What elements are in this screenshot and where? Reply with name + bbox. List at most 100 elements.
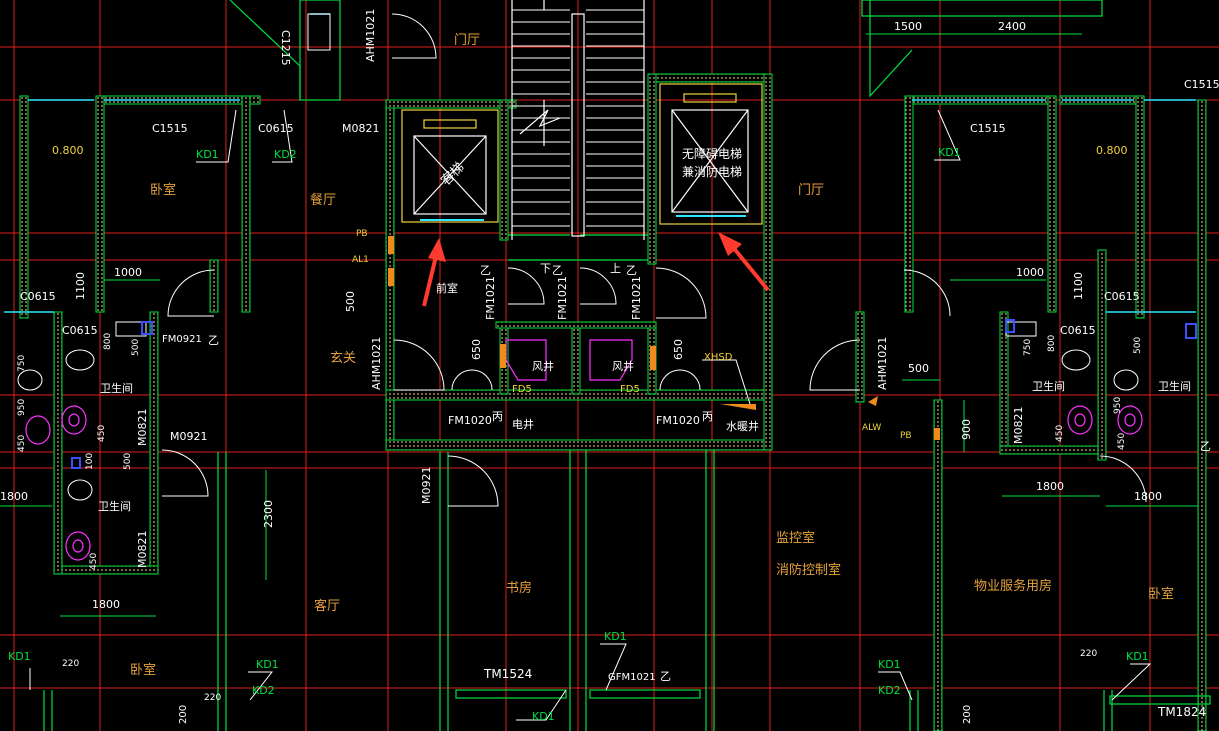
dim-2400: 2400 — [998, 20, 1026, 33]
dimension-lines — [0, 33, 1198, 617]
dim-500-b: 500 — [908, 362, 929, 375]
room-label-jian-kong: 监控室 — [776, 530, 815, 546]
tag-kd2-a: KD2 — [274, 148, 297, 161]
dim-1800-a: 1800 — [0, 490, 28, 503]
tag-m0821-c: M0821 — [136, 531, 149, 569]
tag-fm1021-a: FM1021 — [484, 276, 497, 320]
dim-1100-a: 1100 — [74, 272, 87, 300]
dim-450-b: 450 — [97, 425, 107, 442]
tag-kd1-f: KD1 — [878, 658, 901, 671]
tag-m0821-b: M0821 — [136, 409, 149, 447]
tag-c1515-c: C1515 — [1184, 78, 1219, 91]
dim-220-c: 220 — [1080, 649, 1097, 659]
room-labels: 门厅 门厅 客梯 无障碍电梯 兼消防电梯 卧室 卧室 卧室 餐厅 前室 玄关 卫… — [98, 33, 1191, 678]
dim-2300: 2300 — [262, 500, 275, 528]
tag-pb-a: PB — [356, 229, 368, 239]
stair-label-xia: 下 — [540, 262, 551, 275]
stair-label-shang: 上 — [610, 262, 621, 275]
blue-fixtures — [71, 319, 1197, 469]
tag-xhsd: XHSD — [704, 352, 733, 363]
room-label-men-ting-2: 门厅 — [798, 183, 824, 198]
equipment-marks — [388, 236, 940, 440]
tag-pb-b: PB — [900, 431, 912, 441]
dim-900-a: 900 — [960, 419, 973, 440]
tag-labels: C1515 C0615 M0821 KD1 KD2 C1215 AHM1021 … — [8, 9, 1219, 723]
tag-fm1021-c: FM1021 — [630, 276, 643, 320]
tag-z-4: 乙 — [626, 264, 637, 277]
dim-1800-b: 1800 — [92, 598, 120, 611]
dim-500-a: 500 — [344, 291, 357, 312]
dim-1800-c: 1800 — [1036, 480, 1064, 493]
tag-c0615-d: C0615 — [1104, 290, 1140, 303]
dim-1800-d: 1800 — [1134, 490, 1162, 503]
tag-tm1824: TM1824 — [1157, 705, 1206, 719]
tag-c0615-a: C0615 — [258, 122, 294, 135]
dim-800-b: 800 — [1047, 335, 1057, 352]
dim-1000-b: 1000 — [1016, 266, 1044, 279]
tag-alw: ALW — [862, 423, 881, 433]
tag-gfm1021: GFM1021 — [608, 672, 656, 683]
dim-200-b: 200 — [962, 705, 973, 724]
room-label-wo-shi-1: 卧室 — [150, 182, 176, 198]
dim-500-c: 500 — [131, 339, 141, 356]
tag-z-2: 乙 — [480, 264, 491, 277]
room-label-ke-ting: 客厅 — [314, 598, 340, 614]
room-label-wei-sheng-1: 卫生间 — [100, 381, 133, 395]
tag-kd1-g: KD1 — [1126, 650, 1149, 663]
tag-c0615-e: C0615 — [1060, 324, 1096, 337]
dim-220-a: 220 — [62, 659, 79, 669]
dim-500-d: 500 — [123, 453, 133, 470]
dim-450-e: 450 — [1117, 433, 1127, 450]
dim-1500: 1500 — [894, 20, 922, 33]
room-label-xiaofang-dianti: 兼消防电梯 — [682, 164, 742, 179]
stair-handrail — [511, 0, 645, 240]
tag-kd2-b: KD2 — [252, 684, 275, 697]
room-label-shui-nuan-jing: 水暖井 — [726, 419, 759, 433]
tag-ahm1021-a: AHM1021 — [364, 9, 377, 62]
partition-lines — [43, 0, 1211, 731]
room-label-can-ting: 餐厅 — [310, 192, 336, 208]
red-arrow-left — [422, 238, 446, 307]
dim-200-a: 200 — [178, 705, 189, 724]
red-arrow-right — [718, 232, 770, 292]
door-swings — [161, 13, 1147, 507]
room-label-men-ting-1: 门厅 — [454, 33, 480, 48]
room-label-dian-jing: 电井 — [512, 417, 534, 431]
dim-0800-a: 0.800 — [52, 144, 84, 157]
dim-450-a: 450 — [17, 435, 27, 452]
tag-kd2-c: KD2 — [878, 684, 901, 697]
tag-z-3: 乙 — [552, 264, 563, 277]
tag-kd1-b: KD1 — [938, 146, 961, 159]
room-label-feng-jing-1: 风井 — [532, 359, 554, 373]
tag-al1: AL1 — [352, 255, 369, 265]
dim-0800-b: 0.800 — [1096, 144, 1128, 157]
dim-950-a: 950 — [17, 399, 27, 416]
tag-m0921-a: M0921 — [170, 430, 208, 443]
room-label-wei-sheng-4: 卫生间 — [1158, 379, 1191, 393]
tag-fm0921: FM0921 — [162, 334, 202, 345]
fire-elevator-car — [659, 83, 763, 225]
dim-750-a: 750 — [17, 355, 27, 372]
dim-1000-a: 1000 — [114, 266, 142, 279]
dim-1100-b: 1100 — [1072, 272, 1085, 300]
room-label-wei-sheng-3: 卫生间 — [1032, 379, 1065, 393]
dim-650-a: 650 — [470, 339, 483, 360]
tag-kd1-c: KD1 — [604, 630, 627, 643]
room-label-wei-sheng-2: 卫生间 — [98, 499, 131, 513]
tag-m0821-d: M0821 — [1012, 407, 1025, 445]
tag-kd1-a: KD1 — [196, 148, 219, 161]
tag-fm1020-b: FM1020 — [656, 414, 700, 427]
tag-bing-a: 丙 — [492, 410, 503, 423]
tag-z-6: 乙 — [1200, 440, 1211, 453]
room-label-wo-shi-2: 卧室 — [130, 662, 156, 678]
dim-650-b: 650 — [672, 339, 685, 360]
tag-kd1-h: KD1 — [8, 650, 31, 663]
tag-c1515-b: C1515 — [970, 122, 1006, 135]
dim-220-b: 220 — [204, 693, 221, 703]
tag-c0615-b: C0615 — [20, 290, 56, 303]
window-lines — [4, 13, 1196, 313]
stair-treads — [512, 9, 644, 227]
room-label-qian-shi: 前室 — [436, 281, 458, 295]
